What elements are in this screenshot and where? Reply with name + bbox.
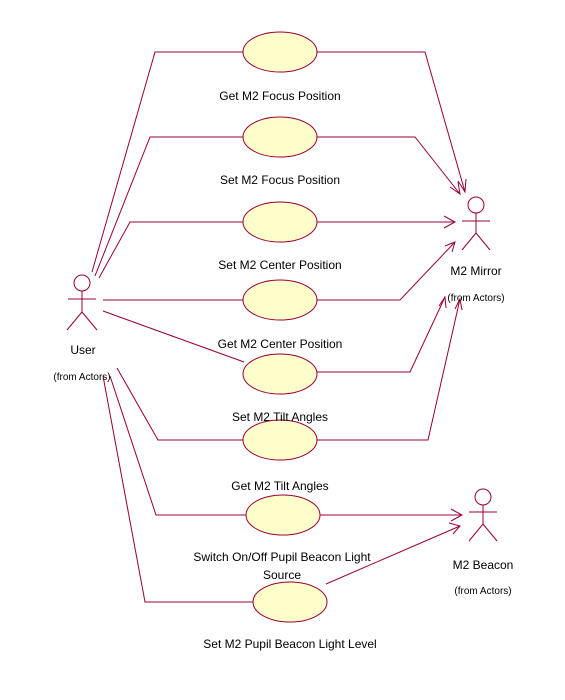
actor-m2-mirror[interactable] bbox=[461, 196, 491, 251]
actor-m2-mirror-leg bbox=[475, 232, 491, 251]
use-case-label: Get M2 Focus Position bbox=[219, 89, 340, 103]
arrowhead bbox=[457, 178, 467, 194]
use-case-get-m2-focus-position[interactable] bbox=[242, 31, 318, 73]
use-case-label: Get M2 Center Position bbox=[218, 337, 343, 351]
use-case-set-pupil-beacon-level[interactable] bbox=[252, 581, 328, 623]
level-to-beacon-line bbox=[325, 525, 461, 585]
get-focus-to-mirror-line bbox=[317, 51, 466, 193]
use-case-set-m2-center-position[interactable] bbox=[242, 201, 318, 243]
use-case-get-m2-center-position[interactable] bbox=[242, 279, 318, 321]
use-case-set-m2-focus-position[interactable] bbox=[242, 116, 318, 158]
use-case-set-m2-tilt-angles[interactable] bbox=[242, 353, 318, 395]
actor-user[interactable] bbox=[66, 274, 98, 331]
actor-m2-beacon-leg bbox=[468, 523, 484, 542]
user-to-set-focus-line bbox=[94, 136, 243, 277]
actor-m2-mirror-name: M2 Mirror bbox=[450, 264, 501, 278]
arrowhead bbox=[444, 241, 456, 253]
use-case-label: Get M2 Tilt Angles bbox=[231, 479, 328, 493]
actor-user-origin: (from Actors) bbox=[53, 372, 110, 383]
use-case-label: Set M2 Center Position bbox=[218, 258, 341, 272]
arrowhead bbox=[448, 522, 461, 535]
arrowhead bbox=[454, 297, 463, 311]
actor-m2-beacon-head bbox=[474, 488, 492, 506]
get-tilt-to-mirror-line bbox=[317, 298, 461, 441]
get-center-to-mirror-line bbox=[317, 241, 456, 301]
arrowhead bbox=[438, 295, 447, 309]
actor-m2-beacon-name: M2 Beacon bbox=[453, 558, 514, 572]
actor-user-head bbox=[73, 274, 91, 292]
user-to-get-tilt-line bbox=[116, 367, 243, 441]
user-to-beacon-level-line bbox=[102, 375, 253, 603]
actor-m2-beacon-origin: (from Actors) bbox=[454, 586, 511, 597]
user-to-get-focus-line bbox=[91, 51, 243, 273]
use-case-label: Set M2 Tilt Angles bbox=[232, 410, 328, 424]
actor-m2-mirror-head bbox=[467, 196, 485, 214]
use-case-switch-pupil-beacon[interactable] bbox=[245, 494, 321, 536]
use-case-get-m2-tilt-angles[interactable] bbox=[242, 419, 318, 461]
arrowhead bbox=[443, 215, 457, 229]
actor-m2-mirror-origin: (from Actors) bbox=[447, 293, 504, 304]
use-case-label: Set M2 Pupil Beacon Light Level bbox=[203, 637, 376, 651]
use-cases bbox=[242, 31, 328, 623]
actor-m2-beacon[interactable] bbox=[468, 488, 498, 542]
actor-m2-beacon-leg bbox=[482, 523, 498, 542]
actor-m2-mirror-leg bbox=[461, 232, 477, 251]
use-case-label: Set M2 Focus Position bbox=[220, 173, 340, 187]
use-case-label: Switch On/Off Pupil Beacon Light bbox=[193, 550, 371, 564]
user-to-switch-beacon-line bbox=[109, 375, 246, 516]
actor-user-leg bbox=[66, 311, 83, 331]
actor-user-name: User bbox=[70, 343, 95, 357]
set-tilt-to-mirror-line bbox=[315, 296, 446, 373]
user-to-set-tilt-line bbox=[102, 310, 245, 363]
set-focus-to-mirror-line bbox=[317, 136, 461, 195]
arrowhead bbox=[449, 181, 461, 196]
use-case-label: Source bbox=[263, 568, 301, 582]
associations bbox=[91, 51, 467, 603]
actor-user-leg bbox=[81, 311, 98, 331]
user-to-set-center-line bbox=[98, 221, 243, 279]
arrowhead bbox=[450, 508, 464, 522]
